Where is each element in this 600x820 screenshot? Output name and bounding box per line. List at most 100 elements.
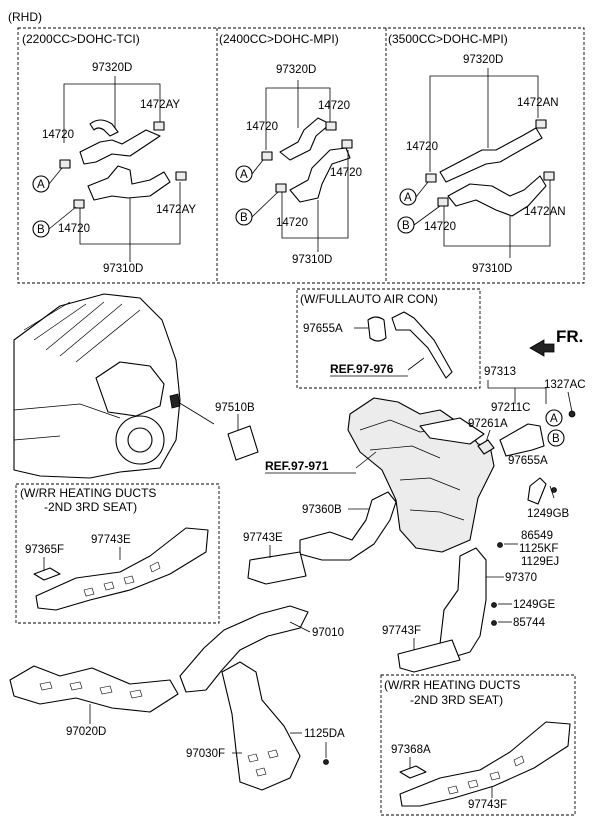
vent-97743f	[397, 639, 461, 673]
clamp	[437, 197, 449, 207]
part-label-1129ej: 1129EJ	[521, 556, 559, 568]
vent-97368a	[399, 765, 427, 779]
screw	[568, 410, 576, 418]
vent-97365f	[33, 567, 61, 581]
part-label-97655a: 97655A	[508, 455, 548, 467]
screw	[323, 759, 329, 765]
fullauto-box	[296, 288, 481, 389]
part-label-97261a: 97261A	[468, 418, 508, 430]
ref-97-976: REF.97-976	[330, 362, 394, 376]
part-label-97655a: 97655A	[303, 323, 343, 335]
part-label-14720: 14720	[58, 223, 90, 235]
panel-header: (2400CC>DOHC-MPI)	[219, 32, 339, 46]
panel-header: (2200CC>DOHC-TCI)	[22, 32, 140, 46]
front-label: FR.	[556, 327, 583, 346]
vent-97743e	[247, 551, 307, 585]
leader-line	[429, 75, 539, 172]
duct-97020d	[9, 665, 179, 713]
marker-b-label: B	[37, 224, 45, 236]
part-label-1327ac: 1327AC	[544, 379, 586, 391]
leader-line	[289, 621, 311, 633]
bracket	[527, 477, 547, 505]
hose-lower	[447, 175, 547, 217]
rr-heating-box-right	[380, 674, 576, 816]
rr-heating-box-left	[15, 483, 220, 624]
clamp	[535, 119, 547, 129]
leader-line	[48, 167, 63, 185]
hose-lower	[289, 147, 351, 203]
seal	[477, 439, 495, 455]
screw	[491, 602, 497, 608]
part-label-14720: 14720	[276, 217, 308, 229]
leader-line	[251, 191, 279, 218]
part-label-86549: 86549	[521, 530, 553, 542]
rr-header-line2: -2ND 3RD SEAT)	[410, 693, 503, 707]
panel-2200cc: (2200CC>DOHC-TCI) 97320D 1472AY 14720 A …	[22, 32, 196, 275]
part-label-1249gb: 1249GB	[527, 508, 570, 520]
part-label-97743e: 97743E	[91, 534, 131, 546]
duct-97030f	[221, 661, 301, 791]
marker-b-label: B	[240, 212, 248, 224]
clamp	[261, 151, 273, 161]
leader-line	[407, 357, 425, 371]
aspirator-hose	[391, 311, 453, 379]
duct-97010	[179, 605, 309, 693]
panel-2400cc: (2400CC>DOHC-MPI) 97320D 14720 14720 A B…	[219, 32, 362, 266]
grommet	[367, 316, 387, 342]
fullauto-header: (W/FULLAUTO AIR CON)	[300, 292, 438, 306]
part-label-97030f: 97030F	[186, 748, 225, 760]
rhd-title: (RHD)	[8, 10, 42, 24]
leader-line	[63, 83, 161, 143]
leader-line	[251, 159, 264, 175]
part-label-97310d: 97310D	[292, 254, 332, 266]
hose-upper	[439, 127, 543, 183]
vehicle-illustration	[13, 293, 181, 479]
part-label-1472ay: 1472AY	[156, 204, 196, 216]
duct-97370	[439, 547, 487, 659]
vent-grille	[227, 425, 259, 461]
part-label-97010: 97010	[312, 627, 344, 639]
part-label-97020d: 97020D	[66, 726, 106, 738]
hose-upper	[79, 129, 161, 165]
part-label-14720: 14720	[406, 141, 438, 153]
duct-97360b	[299, 491, 397, 561]
leader-line	[413, 205, 441, 226]
heater-unit	[347, 397, 495, 553]
marker-a-label: A	[37, 179, 45, 191]
part-label-1125kf: 1125KF	[519, 543, 558, 555]
part-label-97320d: 97320D	[463, 54, 503, 66]
hose-lower	[87, 165, 171, 201]
rr-header-line1: (W/RR HEATING DUCTS	[384, 678, 520, 692]
connector-marker-a	[545, 409, 563, 427]
clamp	[175, 171, 187, 181]
part-label-97310d: 97310D	[472, 263, 512, 275]
part-label-1249ge: 1249GE	[513, 599, 556, 611]
part-label-97313: 97313	[484, 366, 516, 378]
clamp	[73, 199, 85, 209]
leader-line	[415, 181, 429, 198]
hose-upper	[279, 117, 331, 161]
part-label-97743f: 97743F	[382, 625, 421, 637]
screw	[497, 542, 503, 548]
marker-b-label: B	[402, 220, 410, 232]
leader-line	[281, 150, 349, 239]
part-label-14720: 14720	[330, 167, 362, 179]
part-label-97211c: 97211C	[491, 402, 530, 414]
front-arrow-icon	[529, 339, 555, 357]
part-label-97743f: 97743F	[468, 799, 507, 811]
part-label-97310d: 97310D	[103, 263, 143, 275]
part-label-1472an: 1472AN	[524, 206, 566, 218]
part-label-97370: 97370	[505, 572, 537, 584]
part-label-1472ay: 1472AY	[140, 99, 180, 111]
clamp	[59, 159, 71, 169]
clamp	[425, 173, 437, 183]
part-label-14720: 14720	[424, 221, 456, 233]
leader-line	[355, 451, 377, 469]
engine-variants-box	[17, 27, 585, 284]
leader-line	[487, 380, 547, 404]
part-label-97320d: 97320D	[276, 64, 316, 76]
marker-a-label: A	[240, 169, 248, 181]
part-label-14720: 14720	[42, 129, 74, 141]
part-label-97360b: 97360B	[302, 504, 342, 516]
leader-line	[177, 401, 215, 425]
